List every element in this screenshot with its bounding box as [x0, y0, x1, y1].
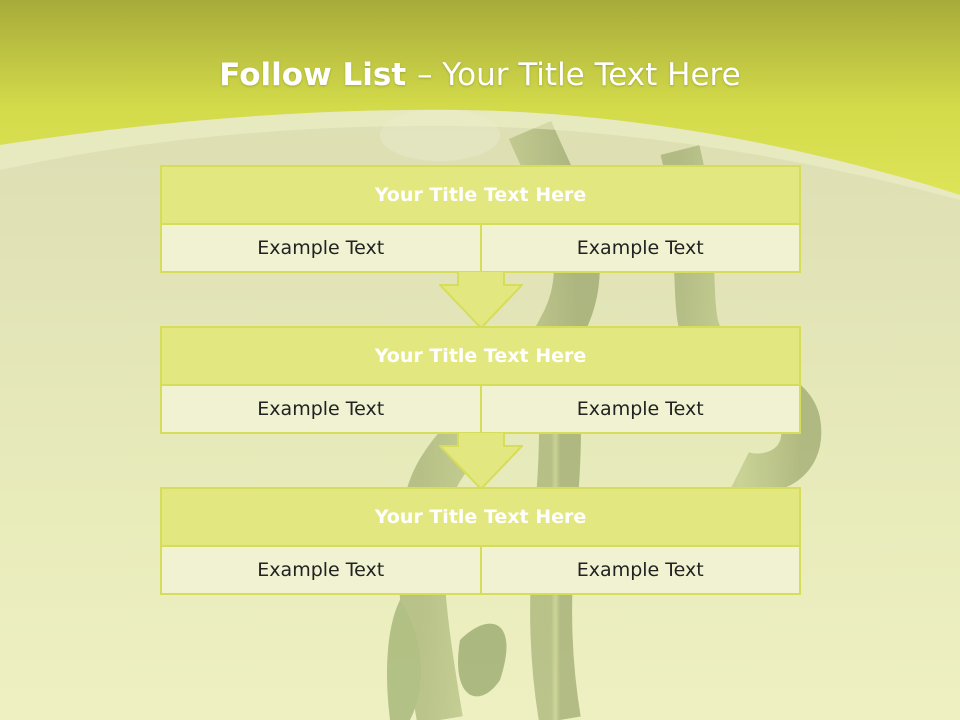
block-title: Your Title Text Here — [162, 489, 799, 547]
block-title: Your Title Text Here — [162, 167, 799, 225]
title-light-part: – Your Title Text Here — [416, 57, 741, 93]
list-block-1: Your Title Text Here Example Text Exampl… — [160, 165, 801, 273]
slide-title: Follow List – Your Title Text Here — [0, 52, 960, 98]
title-bold-part: Follow List — [219, 57, 417, 93]
block-row: Example Text Example Text — [162, 547, 799, 593]
down-arrow-icon — [439, 271, 523, 329]
block-cell-left: Example Text — [162, 225, 480, 271]
block-cell-right: Example Text — [479, 386, 799, 432]
down-arrow-icon — [439, 432, 523, 490]
block-cell-right: Example Text — [479, 547, 799, 593]
list-block-2: Your Title Text Here Example Text Exampl… — [160, 326, 801, 434]
block-cell-left: Example Text — [162, 547, 480, 593]
header-band — [0, 0, 960, 200]
block-row: Example Text Example Text — [162, 225, 799, 271]
block-row: Example Text Example Text — [162, 386, 799, 432]
block-title: Your Title Text Here — [162, 328, 799, 386]
block-cell-left: Example Text — [162, 386, 480, 432]
list-block-3: Your Title Text Here Example Text Exampl… — [160, 487, 801, 595]
block-cell-right: Example Text — [479, 225, 799, 271]
